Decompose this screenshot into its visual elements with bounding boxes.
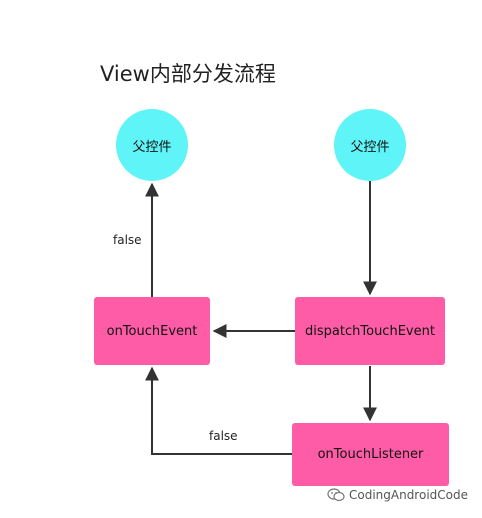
ontouchlistener-node: onTouchListener: [292, 423, 449, 486]
watermark: CodingAndroidCode: [327, 488, 468, 502]
dispatchtouchevent-node: dispatchTouchEvent: [295, 297, 445, 365]
edge-listener-to-ontouchevent: [145, 366, 292, 455]
parent-node-right: 父控件: [334, 109, 406, 181]
parent-node-left: 父控件: [116, 109, 188, 181]
ontouchevent-node: onTouchEvent: [94, 297, 210, 365]
watermark-text: CodingAndroidCode: [348, 488, 468, 502]
edge-label-false-up: false: [113, 233, 142, 247]
wechat-icon: [327, 488, 345, 502]
edge-label-false-listener: false: [209, 429, 238, 443]
diagram-title: View内部分发流程: [100, 62, 276, 86]
